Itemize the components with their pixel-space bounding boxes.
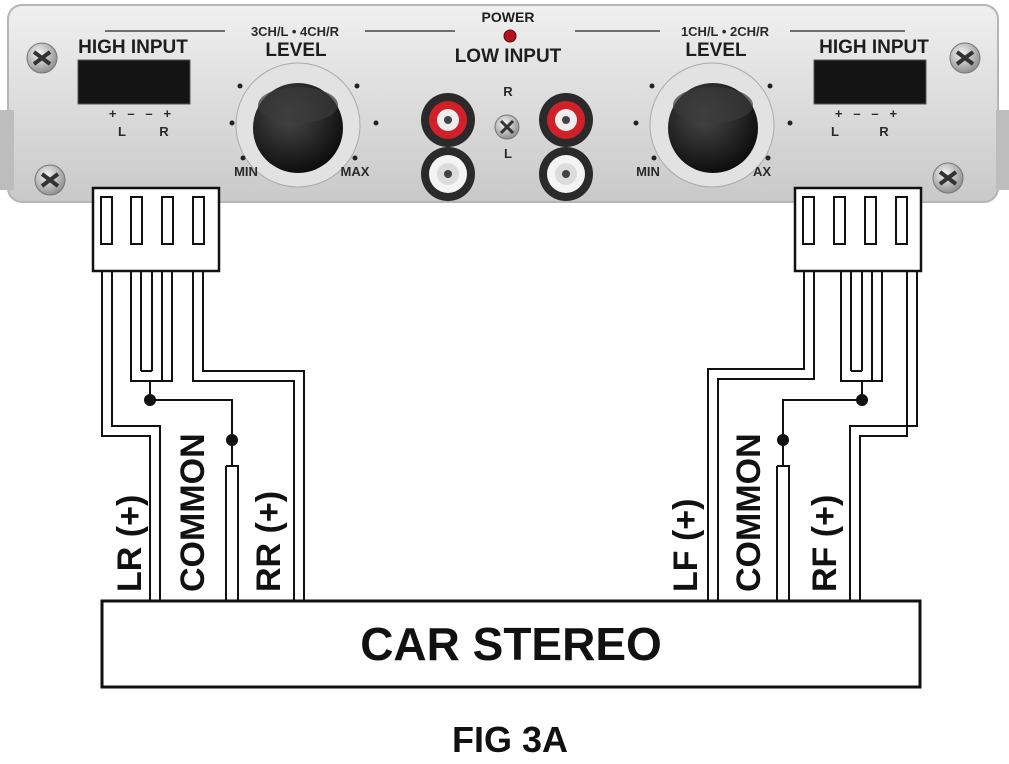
wire-label-lf: LF (+)	[667, 499, 705, 592]
right-knob-min: MIN	[636, 164, 660, 179]
left-knob-min: MIN	[234, 164, 258, 179]
left-knob-max: MAX	[341, 164, 370, 179]
left-terminal-signs: + – – +	[109, 106, 172, 121]
rca-left-top[interactable]	[421, 93, 475, 147]
power-label: POWER	[482, 9, 535, 25]
wire-label-lr: LR (+)	[111, 495, 149, 592]
left-terminal-r: R	[159, 124, 169, 139]
screw-icon	[26, 42, 58, 74]
left-wire-labels: LR (+) COMMON RR (+)	[111, 433, 288, 592]
right-wire-labels: LF (+) COMMON RF (+)	[667, 433, 844, 592]
rca-right-top[interactable]	[539, 93, 593, 147]
right-high-input-socket	[813, 59, 927, 105]
amplifier-panel: 3CH/L • 4CH/R 1CH/L • 2CH/R POWER HIGH I…	[0, 4, 1009, 203]
wire-label-left-common: COMMON	[174, 433, 212, 592]
wire-lr	[101, 271, 151, 601]
left-knob-dots	[229, 83, 379, 161]
left-high-input-label: HIGH INPUT	[78, 37, 188, 58]
junction-dot	[777, 434, 789, 446]
right-high-input-label: HIGH INPUT	[819, 37, 929, 58]
rca-left-bottom[interactable]	[421, 147, 475, 201]
right-terminal-l: L	[831, 124, 839, 139]
low-input-label: LOW INPUT	[455, 46, 562, 67]
low-input-l: L	[504, 146, 512, 161]
screw-icon	[949, 42, 981, 74]
screw-icon	[34, 164, 66, 196]
panel-side-right	[996, 110, 1009, 190]
screw-icon	[494, 114, 520, 140]
right-terminal-signs: + – – +	[835, 106, 898, 121]
right-group-label: 1CH/L • 2CH/R	[681, 24, 770, 39]
right-knob-max: AX	[753, 164, 771, 179]
wire-rf	[859, 271, 908, 601]
right-terminal-r: R	[879, 124, 889, 139]
wire-lf	[707, 271, 805, 601]
left-terminal-l: L	[118, 124, 126, 139]
figure-label: FIG 3A	[452, 719, 568, 760]
wire-label-rr: RR (+)	[250, 491, 288, 592]
wire-label-rf: RF (+)	[806, 495, 844, 592]
panel-side-left	[0, 110, 14, 190]
right-level-label: LEVEL	[685, 40, 747, 61]
left-level-label: LEVEL	[265, 40, 327, 61]
right-knob-dots	[633, 83, 793, 161]
left-harness	[91, 186, 305, 601]
left-high-input-socket	[77, 59, 191, 105]
junction-dot	[856, 394, 868, 406]
car-stereo-box	[100, 599, 922, 689]
rca-right-bottom[interactable]	[539, 147, 593, 201]
junction-dot	[144, 394, 156, 406]
screw-icon	[932, 162, 964, 194]
wire-label-right-common: COMMON	[730, 433, 768, 592]
wire-left-common-a	[130, 271, 163, 382]
left-group-label: 3CH/L • 4CH/R	[251, 24, 340, 39]
wire-right-common-a	[840, 271, 873, 382]
right-harness	[707, 186, 923, 601]
low-input-r: R	[503, 84, 513, 99]
wire-rr	[192, 271, 295, 601]
power-led-icon	[503, 29, 517, 43]
car-stereo-label: CAR STEREO	[360, 618, 662, 670]
